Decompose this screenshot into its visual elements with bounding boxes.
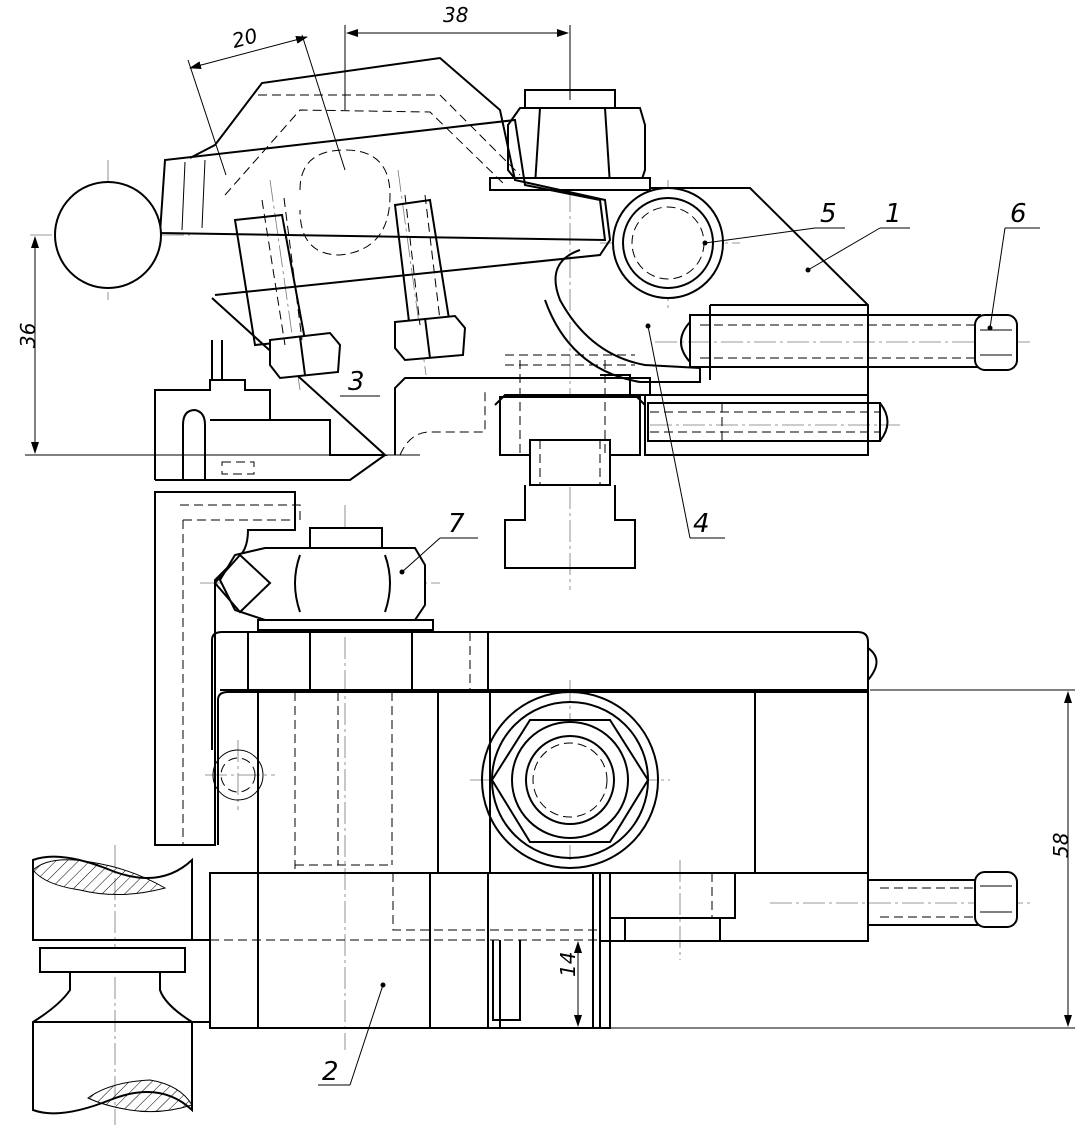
label-part-7: 7 bbox=[448, 509, 465, 539]
cam-part-4 bbox=[544, 249, 701, 383]
dimension-38: 38 bbox=[443, 3, 468, 27]
label-part-5: 5 bbox=[820, 199, 837, 229]
base-part-2 bbox=[209, 872, 611, 1029]
top-plate bbox=[211, 631, 869, 750]
label-part-4: 4 bbox=[693, 509, 710, 539]
leader-lines bbox=[318, 227, 1040, 1086]
ball-handle bbox=[54, 181, 162, 289]
base-right-block bbox=[599, 871, 1018, 942]
screw-part-6 bbox=[680, 314, 1018, 371]
label-part-3: 3 bbox=[348, 367, 365, 397]
base-body bbox=[212, 691, 869, 873]
hex-nut-front bbox=[481, 691, 659, 869]
dimension-20: 20 bbox=[229, 23, 260, 53]
lower-assembly bbox=[32, 491, 1018, 1115]
dimension-14: 14 bbox=[556, 952, 580, 977]
nut-part-7 bbox=[213, 527, 434, 631]
dimension-36: 36 bbox=[16, 323, 40, 348]
upper-assembly bbox=[54, 56, 1018, 569]
side-bracket bbox=[154, 491, 301, 846]
label-part-6: 6 bbox=[1010, 199, 1027, 229]
dimension-lines bbox=[25, 25, 1075, 1029]
label-part-2: 2 bbox=[322, 1057, 339, 1087]
slider-block bbox=[394, 354, 651, 569]
jaw-bolts bbox=[233, 194, 467, 380]
eccentric-part-5 bbox=[612, 187, 724, 299]
bolt-right-upper bbox=[647, 402, 889, 442]
clamp-jaw bbox=[154, 56, 612, 481]
housing-part-1 bbox=[600, 187, 869, 456]
label-part-1: 1 bbox=[885, 199, 902, 229]
workpiece-shaft bbox=[32, 855, 210, 1115]
dimension-58: 58 bbox=[1049, 833, 1073, 858]
